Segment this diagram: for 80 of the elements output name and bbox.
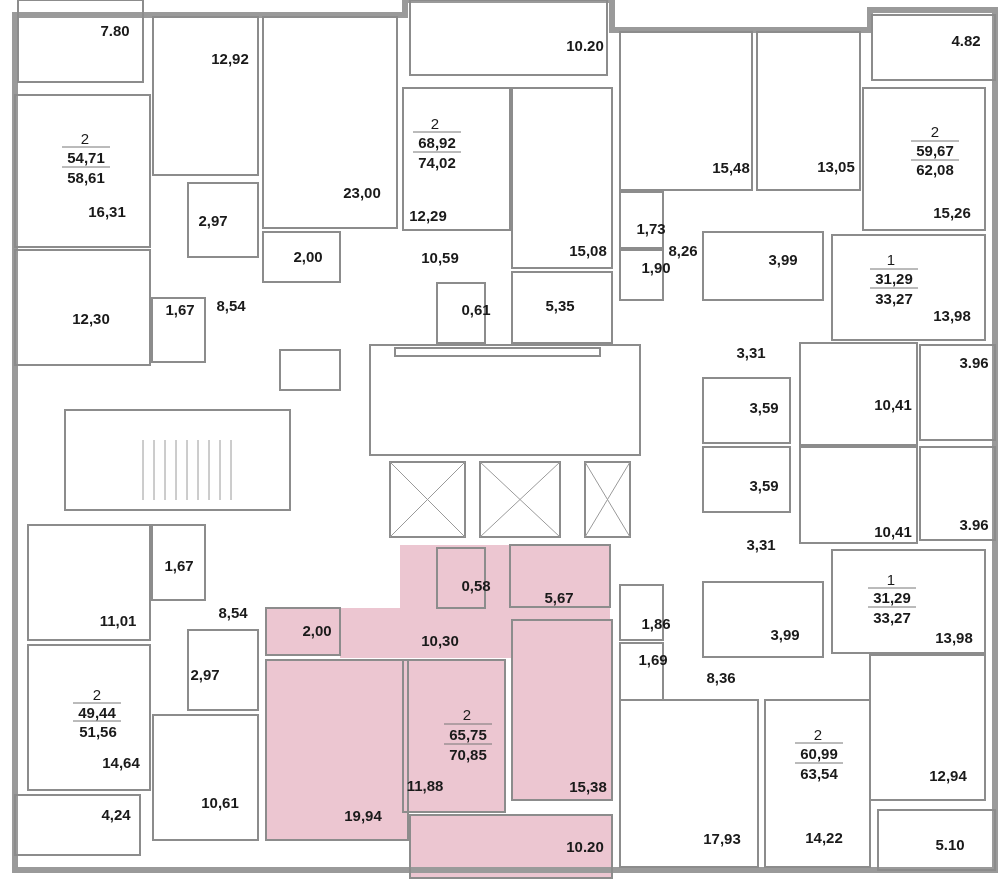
area-label: 54,71 — [67, 149, 105, 165]
area-label: 13,98 — [933, 307, 971, 323]
area-label: 7.80 — [100, 22, 130, 38]
area-label: 11,88 — [406, 777, 444, 793]
area-label: 10,61 — [201, 794, 239, 810]
area-label: 65,75 — [449, 726, 487, 742]
area-label: 3.96 — [959, 354, 989, 370]
area-label: 13,05 — [817, 158, 855, 174]
area-label: 68,92 — [418, 134, 456, 150]
area-label: 31,29 — [873, 589, 911, 605]
area-label: 15,26 — [933, 204, 971, 220]
area-label: 11,01 — [99, 612, 137, 628]
area-label: 1,67 — [165, 301, 195, 317]
area-label: 3,31 — [736, 344, 766, 360]
area-label: 8,54 — [216, 297, 246, 313]
area-label: 2,00 — [293, 248, 323, 264]
room-count-label: 2 — [462, 706, 472, 722]
area-label: 15,08 — [569, 242, 607, 258]
area-label: 12,29 — [409, 207, 447, 223]
area-label: 4,24 — [101, 806, 131, 822]
area-label: 31,29 — [875, 270, 913, 286]
room-count-label: 2 — [80, 130, 90, 146]
area-label: 1,69 — [638, 651, 668, 667]
room-count-label: 2 — [430, 115, 440, 131]
area-label: 59,67 — [916, 142, 954, 158]
area-label: 10,30 — [421, 632, 459, 648]
area-label: 8,36 — [706, 669, 736, 685]
area-label: 12,92 — [211, 50, 249, 66]
area-label: 2,97 — [190, 666, 220, 682]
area-label: 14,64 — [102, 754, 140, 770]
area-label: 5.10 — [935, 836, 965, 852]
area-label: 10,41 — [874, 396, 912, 412]
area-label: 33,27 — [875, 290, 913, 306]
area-label: 10.20 — [566, 838, 604, 854]
area-label: 1,86 — [641, 615, 671, 631]
area-label: 2,97 — [198, 212, 228, 228]
area-label: 70,85 — [449, 746, 487, 762]
room-count-label: 1 — [886, 571, 896, 587]
area-label: 10,41 — [874, 523, 912, 539]
area-label: 17,93 — [703, 830, 741, 846]
room-count-label: 2 — [92, 686, 102, 702]
area-label: 74,02 — [418, 154, 456, 170]
area-label: 4.82 — [951, 32, 981, 48]
area-label: 5,67 — [544, 589, 574, 605]
area-label: 8,26 — [668, 242, 698, 258]
area-label: 3,59 — [749, 399, 779, 415]
area-label: 3,99 — [768, 251, 798, 267]
area-label: 2,00 — [302, 622, 332, 638]
area-label: 3.96 — [959, 516, 989, 532]
area-label: 15,38 — [569, 778, 607, 794]
area-label: 51,56 — [79, 723, 117, 739]
area-label: 0,58 — [461, 577, 491, 593]
area-label: 5,35 — [545, 297, 575, 313]
area-label: 12,94 — [929, 767, 967, 783]
area-label: 60,99 — [800, 745, 838, 761]
room-count-label: 2 — [813, 726, 823, 742]
area-label: 62,08 — [916, 161, 954, 177]
area-label: 23,00 — [343, 184, 381, 200]
area-label: 1,67 — [164, 557, 194, 573]
room-count-label: 2 — [930, 123, 940, 139]
area-label: 10,59 — [421, 249, 459, 265]
area-label: 8,54 — [218, 604, 248, 620]
area-label: 1,73 — [636, 220, 666, 236]
area-label: 15,48 — [712, 159, 750, 175]
area-label: 14,22 — [805, 829, 843, 845]
room-count-label: 1 — [886, 251, 896, 267]
area-label: 58,61 — [67, 169, 105, 185]
area-label: 13,98 — [935, 629, 973, 645]
area-label: 10.20 — [566, 37, 604, 53]
area-label: 0,61 — [461, 301, 491, 317]
area-label: 16,31 — [88, 203, 126, 219]
area-label: 12,30 — [72, 310, 110, 326]
area-label: 3,59 — [749, 477, 779, 493]
area-label: 63,54 — [800, 765, 838, 781]
area-label: 1,90 — [641, 259, 671, 275]
area-label: 3,31 — [746, 536, 776, 552]
area-label: 33,27 — [873, 609, 911, 625]
area-label: 49,44 — [78, 704, 116, 720]
area-label: 3,99 — [770, 626, 800, 642]
area-label: 19,94 — [344, 807, 382, 823]
